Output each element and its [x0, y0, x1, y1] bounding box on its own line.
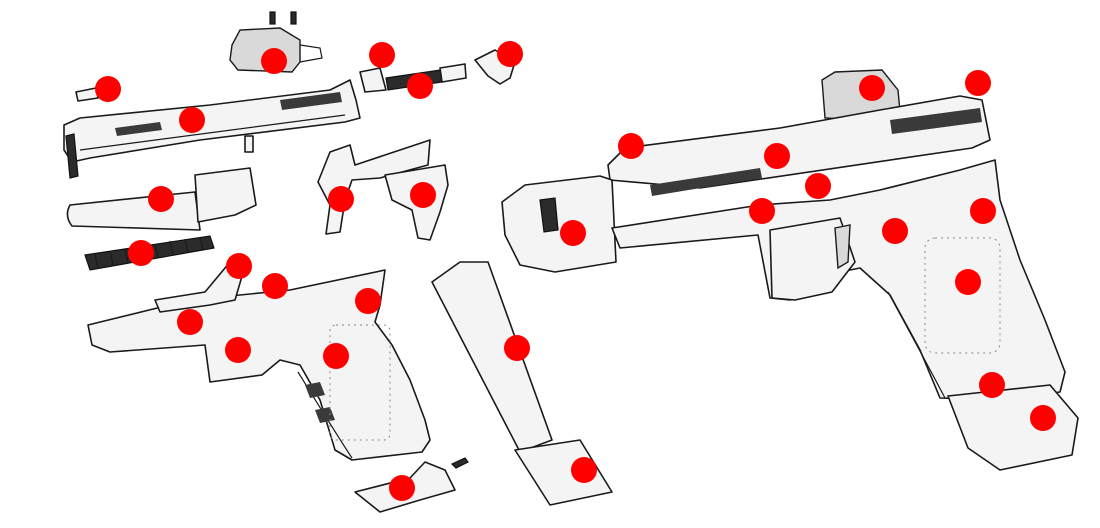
assembled-hotspot-marker-4[interactable]: [764, 143, 790, 169]
assembled-hotspot-marker-8[interactable]: [560, 220, 586, 246]
optic-screws: [269, 11, 297, 25]
exploded-hotspot-marker-17[interactable]: [504, 335, 530, 361]
assembled-slide: [607, 95, 991, 189]
exploded-hotspot-marker-13[interactable]: [355, 288, 381, 314]
assembled-hotspot-marker-3[interactable]: [618, 133, 644, 159]
assembled-mag-baseplate: [947, 384, 1079, 471]
exploded-hotspot-marker-14[interactable]: [177, 309, 203, 335]
assembled-hotspot-marker-7[interactable]: [970, 198, 996, 224]
exploded-slide: [63, 79, 361, 179]
exploded-hotspot-marker-12[interactable]: [262, 273, 288, 299]
exploded-hotspot-marker-19[interactable]: [389, 475, 415, 501]
exploded-hotspot-marker-18[interactable]: [571, 457, 597, 483]
exploded-hotspot-marker-2[interactable]: [369, 42, 395, 68]
exploded-hotspot-marker-1[interactable]: [261, 48, 287, 74]
marker-layer: [95, 41, 1056, 501]
exploded-hotspot-marker-10[interactable]: [128, 240, 154, 266]
assembled-hotspot-marker-11[interactable]: [979, 372, 1005, 398]
exploded-hotspot-marker-11[interactable]: [226, 253, 252, 279]
assembled-hotspot-marker-2[interactable]: [965, 70, 991, 96]
assembled-hotspot-marker-10[interactable]: [955, 269, 981, 295]
exploded-hotspot-marker-3[interactable]: [497, 41, 523, 67]
exploded-hotspot-marker-5[interactable]: [407, 73, 433, 99]
assembled-hotspot-marker-12[interactable]: [1030, 405, 1056, 431]
exploded-hotspot-marker-9[interactable]: [410, 182, 436, 208]
exploded-view: [63, 11, 613, 513]
exploded-hotspot-marker-6[interactable]: [179, 107, 205, 133]
assembled-hotspot-marker-5[interactable]: [805, 173, 831, 199]
compensator: [501, 175, 617, 273]
exploded-hotspot-marker-15[interactable]: [225, 337, 251, 363]
slide-pin: [75, 87, 99, 102]
exploded-frame: [87, 261, 431, 461]
exploded-hotspot-marker-4[interactable]: [95, 76, 121, 102]
assembled-hotspot-marker-9[interactable]: [882, 218, 908, 244]
exploded-hotspot-marker-7[interactable]: [148, 186, 174, 212]
assembled-hotspot-marker-1[interactable]: [859, 75, 885, 101]
assembled-hotspot-marker-6[interactable]: [749, 198, 775, 224]
exploded-hotspot-marker-8[interactable]: [328, 186, 354, 212]
assembled-view: [501, 69, 1079, 471]
exploded-hotspot-marker-16[interactable]: [323, 343, 349, 369]
